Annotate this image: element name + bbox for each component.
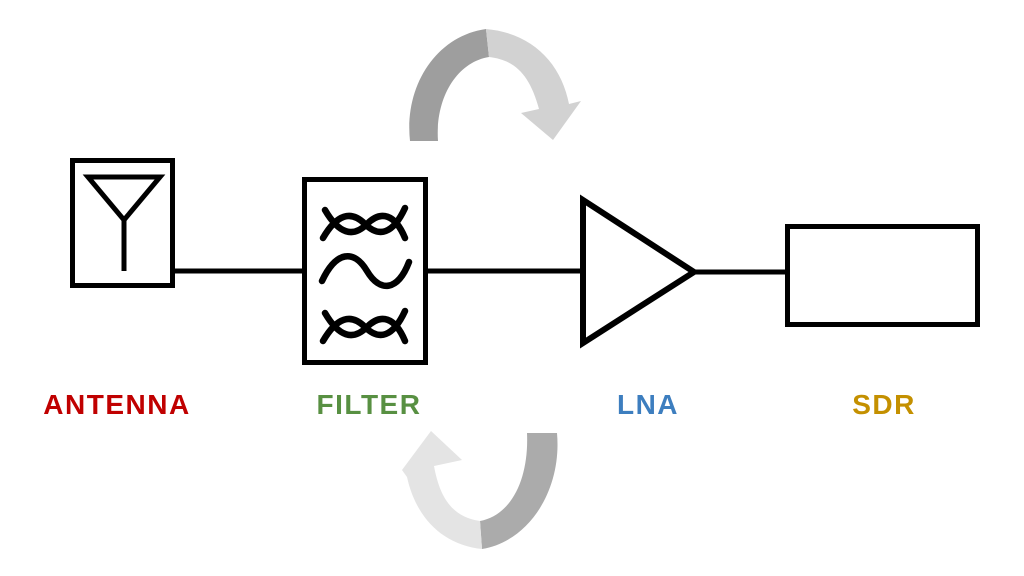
diagram-ink	[70, 158, 980, 365]
lna-label: LNA	[617, 389, 679, 420]
antenna-icon	[82, 174, 166, 271]
swap-arrow-top-light-segment	[486, 29, 581, 140]
sdr-label: SDR	[852, 389, 916, 420]
filter-wave-middle-icon	[318, 253, 413, 290]
antenna-block	[70, 158, 175, 288]
swap-arrow-top-icon	[409, 29, 581, 141]
antenna-label: ANTENNA	[43, 389, 190, 420]
swap-arrow-bottom-icon	[402, 431, 558, 549]
amplifier-icon	[580, 194, 700, 349]
filter-wave-bottom-icon	[319, 307, 409, 345]
swap-arrow-bottom-light-segment	[402, 431, 482, 549]
filter-icon	[318, 204, 413, 345]
filter-wave-top-icon	[319, 204, 409, 242]
sdr-block	[785, 224, 980, 327]
swap-arrow-bottom-dark-segment	[480, 433, 558, 549]
filter-label: FILTER	[317, 389, 422, 420]
sdr-box	[785, 224, 980, 327]
filter-block	[302, 177, 428, 365]
swap-arrow-top-dark-segment	[409, 29, 489, 141]
lna-block	[580, 194, 700, 349]
